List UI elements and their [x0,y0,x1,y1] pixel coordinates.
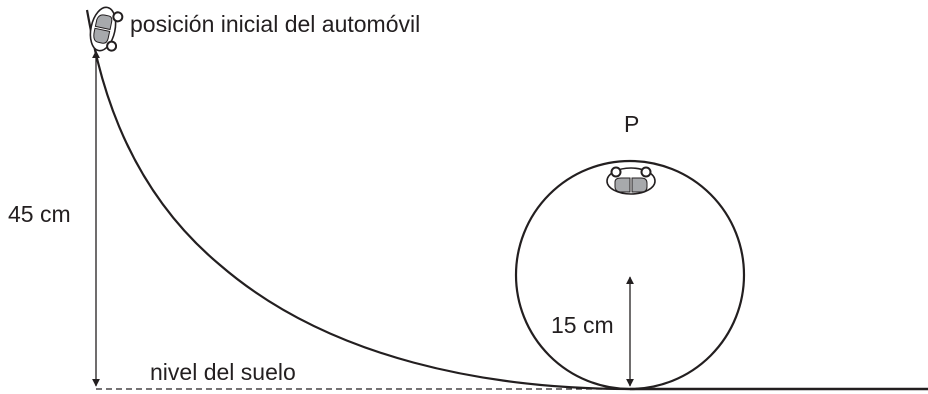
ground-level-label: nivel del suelo [150,359,296,385]
ramp-curve [85,9,631,391]
height-45-label: 45 cm [8,201,71,227]
loop-circle [514,159,746,391]
car-start-icon [89,6,124,52]
start-position-label: posición inicial del automóvil [130,11,420,37]
point-p-label: P [624,111,639,137]
radius-15-label: 15 cm [551,312,614,338]
car-top-icon [606,166,656,195]
